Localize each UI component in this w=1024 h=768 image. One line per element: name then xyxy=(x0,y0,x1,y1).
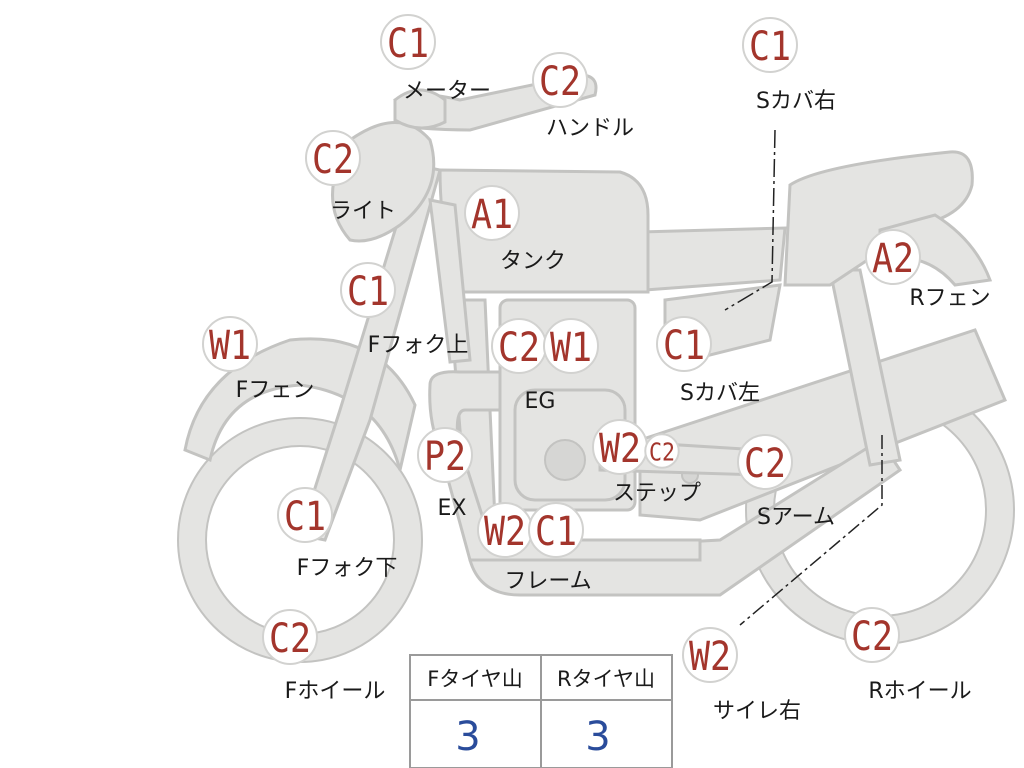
grade-badge: C1 xyxy=(387,21,429,67)
grade-badge: C1 xyxy=(535,509,577,555)
part-handle: C2 ハンドル xyxy=(532,52,634,141)
grade-badge: C1 xyxy=(749,24,791,70)
grade-badge-circle xyxy=(262,609,318,665)
leader-line-muffler xyxy=(739,435,883,626)
grade-badge-circle xyxy=(380,14,436,70)
grade-badge-circle xyxy=(656,316,712,372)
part-label: Fフェン xyxy=(236,378,315,403)
part-tank: A1 タンク xyxy=(464,185,566,274)
meter-shape xyxy=(393,88,447,130)
part-label: Sカバ右 xyxy=(756,89,836,114)
grade-badge: C2 xyxy=(649,437,675,466)
exhaust-shape xyxy=(428,370,702,562)
grade-badge: C2 xyxy=(312,137,354,183)
grade-badge-circle xyxy=(417,427,473,483)
part-muffler-right: W2 サイレ右 xyxy=(682,627,801,724)
part-label: メーター xyxy=(403,79,491,104)
grade-badge-circle xyxy=(543,318,599,374)
part-label: サイレ右 xyxy=(713,699,801,724)
grade-badge-circle xyxy=(532,52,588,108)
tire-tread-table: Fタイヤ山 Rタイヤ山 3 3 xyxy=(409,654,673,768)
part-label: ステップ xyxy=(613,481,701,506)
grade-badge: W1 xyxy=(550,325,592,371)
grade-badge-circle xyxy=(277,487,333,543)
rear-tire-header: Rタイヤ山 xyxy=(557,667,655,691)
part-label: Rフェン xyxy=(909,286,990,311)
grade-badge-circle xyxy=(340,262,396,318)
front-tire-value: 3 xyxy=(455,714,480,760)
part-label: Sカバ左 xyxy=(680,381,760,406)
grade-badge: W2 xyxy=(484,509,526,555)
grade-badge: C1 xyxy=(663,323,705,369)
grade-badge: A2 xyxy=(872,236,914,282)
part-label: EX xyxy=(438,496,467,521)
part-step: W2 C2 ステップ xyxy=(592,419,701,506)
grade-badge-circle xyxy=(305,130,361,186)
grade-badge-circle xyxy=(682,627,738,683)
grade-badge-circle xyxy=(844,607,900,663)
grade-badge: W2 xyxy=(599,426,641,472)
grade-badge: C2 xyxy=(269,616,311,662)
grade-badge-circle xyxy=(644,433,680,469)
part-label: フレーム xyxy=(504,569,591,594)
leader-line-side-cover xyxy=(724,129,776,311)
part-label: Fフォク上 xyxy=(368,333,469,358)
part-label: タンク xyxy=(500,249,566,274)
grade-badge-circle xyxy=(528,502,584,558)
part-label: Sアーム xyxy=(757,505,835,530)
part-label: ライト xyxy=(330,199,396,224)
grade-badge-circle xyxy=(202,316,258,372)
grade-badge: C1 xyxy=(347,269,389,315)
grade-badge: C2 xyxy=(851,614,893,660)
grade-badge-circle xyxy=(737,434,793,490)
part-label: Fホイール xyxy=(285,679,386,704)
grade-badge: P2 xyxy=(424,434,466,480)
part-label: Rホイール xyxy=(868,679,971,704)
grade-badge: C1 xyxy=(284,494,326,540)
part-label: ハンドル xyxy=(546,116,634,141)
grade-badge-circle xyxy=(464,185,520,241)
grade-badge: W2 xyxy=(689,634,731,680)
part-label: Fフォク下 xyxy=(297,556,398,581)
front-fork-shape xyxy=(298,163,442,542)
grade-badge: C2 xyxy=(744,441,786,487)
part-meter: C1 メーター xyxy=(380,14,491,104)
rear-tire-value: 3 xyxy=(585,714,610,760)
front-tire-header: Fタイヤ山 xyxy=(427,667,522,691)
grade-badge: A1 xyxy=(471,192,513,238)
grade-badge: W1 xyxy=(209,323,251,369)
grade-badge-circle xyxy=(742,17,798,73)
grade-badge: C2 xyxy=(539,59,581,105)
part-light: C2 ライト xyxy=(305,130,396,224)
grade-badge-circle xyxy=(865,229,921,285)
grade-badge: C2 xyxy=(498,325,540,371)
part-label: EG xyxy=(525,389,556,414)
